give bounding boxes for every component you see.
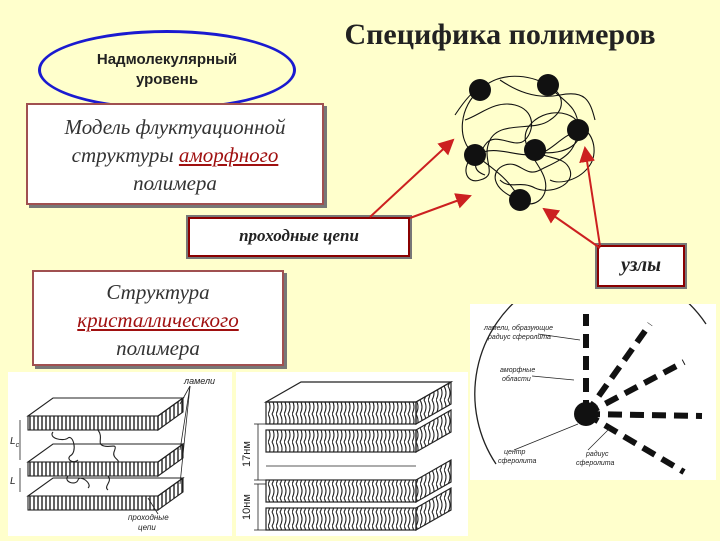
label-center-1: центр <box>504 449 526 456</box>
level-label: Надмолекулярный уровень <box>96 51 238 88</box>
label-leader-lines <box>19 385 191 515</box>
spherulite-rays <box>583 314 703 475</box>
nodes-label: узлы <box>597 245 685 287</box>
spacing-block-3 <box>265 458 452 504</box>
ray-upper-right <box>583 322 653 416</box>
amorphous-line-3: полимера <box>133 171 217 195</box>
ray-right-high <box>584 359 686 417</box>
entanglement-nodes <box>464 74 589 211</box>
label-radius-2: сферолита <box>576 460 615 467</box>
amorphous-line-1: Модель флуктуационной <box>64 115 286 139</box>
lamella-bottom <box>26 476 185 512</box>
node-1 <box>469 79 491 101</box>
lamellae-diagram: ламели Lc L проходные цепи <box>10 376 215 532</box>
spherulite-panel: ламели, образующие радиус сферолита амор… <box>470 267 716 480</box>
lamella-stack <box>26 396 185 512</box>
node-5 <box>524 139 546 161</box>
node-6 <box>509 189 531 211</box>
page-title: Специфика полимеров <box>344 18 656 51</box>
pass-chains-loops <box>51 429 119 491</box>
pass-chains-caption-1: проходные <box>128 513 169 522</box>
l-label: L <box>10 476 16 487</box>
node-4 <box>464 144 486 166</box>
label-radius-1: радиус <box>585 450 609 458</box>
spherulite-leaders <box>513 333 611 451</box>
spacing-lamella-stack <box>263 380 454 532</box>
arrow-to-chain-left <box>369 138 455 218</box>
lamella-middle <box>26 442 185 478</box>
lamellae-panel: ламели Lc L проходные цепи <box>8 372 232 536</box>
crystalline-line-1: Структура <box>106 280 210 304</box>
label-amorphous-1: аморфные <box>500 367 535 374</box>
arrow-to-nodes-right <box>579 146 601 247</box>
polymer-network-diagram <box>454 74 596 211</box>
lamella-top <box>26 396 185 432</box>
crystalline-structure-box: Структура кристаллического полимера <box>32 270 284 366</box>
spacing-block-4 <box>265 486 452 532</box>
amorphous-model-box: Модель флуктуационной структуры аморфног… <box>26 103 324 205</box>
lc-subscript: c <box>16 442 20 449</box>
pass-chains-label: проходные цепи <box>188 217 410 257</box>
node-2 <box>537 74 559 96</box>
crystalline-underlined: кристаллического <box>77 308 239 332</box>
spacing-block-1 <box>263 380 454 426</box>
spacing-brackets <box>254 423 266 531</box>
spacing-block-2 <box>265 408 452 454</box>
lamella-spacing-diagram: 17нм 10нм <box>241 380 454 532</box>
ray-lower-right <box>584 411 686 475</box>
label-lamella-2: радиус сферолита <box>487 333 551 341</box>
amorphous-underlined: аморфного <box>178 143 279 167</box>
ray-right <box>585 411 703 419</box>
spacing-10nm-label: 10нм <box>241 494 253 520</box>
amorphous-line-2: структуры аморфного <box>28 141 322 169</box>
spherulite-center <box>574 402 598 426</box>
label-lamella-1: ламели, образующие <box>483 324 553 332</box>
spacing-17nm-label: 17нм <box>241 441 253 467</box>
label-amorphous-2: области <box>502 375 531 383</box>
label-center-2: сферолита <box>498 458 537 465</box>
arrow-to-chain-right <box>409 193 472 219</box>
spherulite-diagram: ламели, образующие радиус сферолита амор… <box>474 267 707 475</box>
lc-label: Lc <box>10 436 20 449</box>
lamella-spacing-panel: 17нм 10нм <box>236 372 468 536</box>
node-3 <box>567 119 589 141</box>
amorphous-line-2-prefix: структуры <box>71 143 179 167</box>
lamellae-label: ламели <box>183 376 215 386</box>
pass-chains-caption-2: цепи <box>138 523 156 532</box>
arrow-to-nodes-bottom <box>542 207 601 249</box>
crystalline-line-3: полимера <box>116 336 200 360</box>
